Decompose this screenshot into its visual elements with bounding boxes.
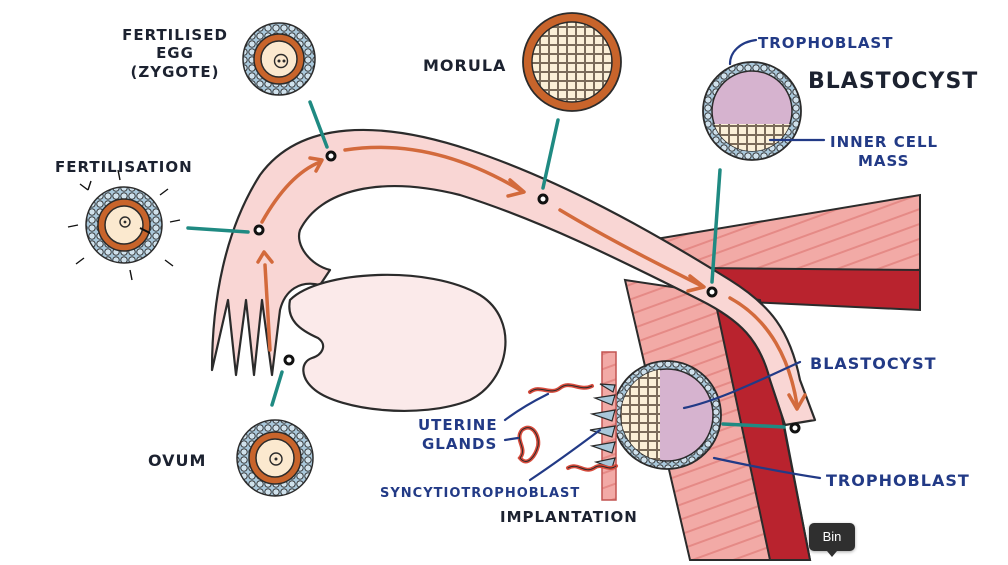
zygote-cell <box>242 22 316 96</box>
ovary <box>288 273 507 413</box>
waypoint-implantation <box>789 422 801 434</box>
waypoints <box>253 150 801 434</box>
bin-tooltip-button[interactable]: Bin <box>809 523 855 557</box>
label-ovum: OVUM <box>148 451 206 470</box>
callout-lines <box>503 38 826 482</box>
label-trophoblast-top: TROPHOBLAST <box>758 34 893 52</box>
waypoint-blastocyst <box>706 286 718 298</box>
label-morula: MORULA <box>423 56 506 75</box>
label-syncytiotrophoblast: SYNCYTIOTROPHOBLAST <box>380 486 580 501</box>
label-blastocyst-lower: BLASTOCYST <box>810 354 937 373</box>
label-fertilised-egg: FERTILISED <box>122 26 228 44</box>
migration-arrows <box>256 145 807 411</box>
label-fertilisation: FERTILISATION <box>55 158 193 176</box>
blastocyst-top-cell <box>702 61 802 161</box>
morula-cell <box>522 12 622 112</box>
pointer-lines <box>186 100 786 429</box>
blastocyst-lower-cell <box>612 360 722 470</box>
label-inner-cell: INNER CELL <box>830 133 938 151</box>
label-trophoblast-lower: TROPHOBLAST <box>826 471 970 490</box>
label-zygote: (ZYGOTE) <box>131 63 220 81</box>
label-mass: MASS <box>858 152 909 170</box>
waypoint-ovum <box>283 354 295 366</box>
fertilisation-cell <box>67 169 181 281</box>
label-implantation: IMPLANTATION <box>500 508 638 526</box>
waypoint-fertilisation <box>253 224 265 236</box>
label-blastocyst-title: BLASTOCYST <box>808 69 978 94</box>
ovum-cell <box>236 419 314 497</box>
label-uterine: UTERINE <box>418 416 498 434</box>
uterine-glands <box>517 383 618 472</box>
waypoint-zygote <box>325 150 337 162</box>
label-egg: EGG <box>156 44 194 62</box>
endometrium <box>589 351 617 501</box>
label-glands: GLANDS <box>422 435 497 453</box>
waypoint-morula <box>537 193 549 205</box>
labels: FERTILISED EGG (ZYGOTE) FERTILISATION MO… <box>55 26 978 526</box>
